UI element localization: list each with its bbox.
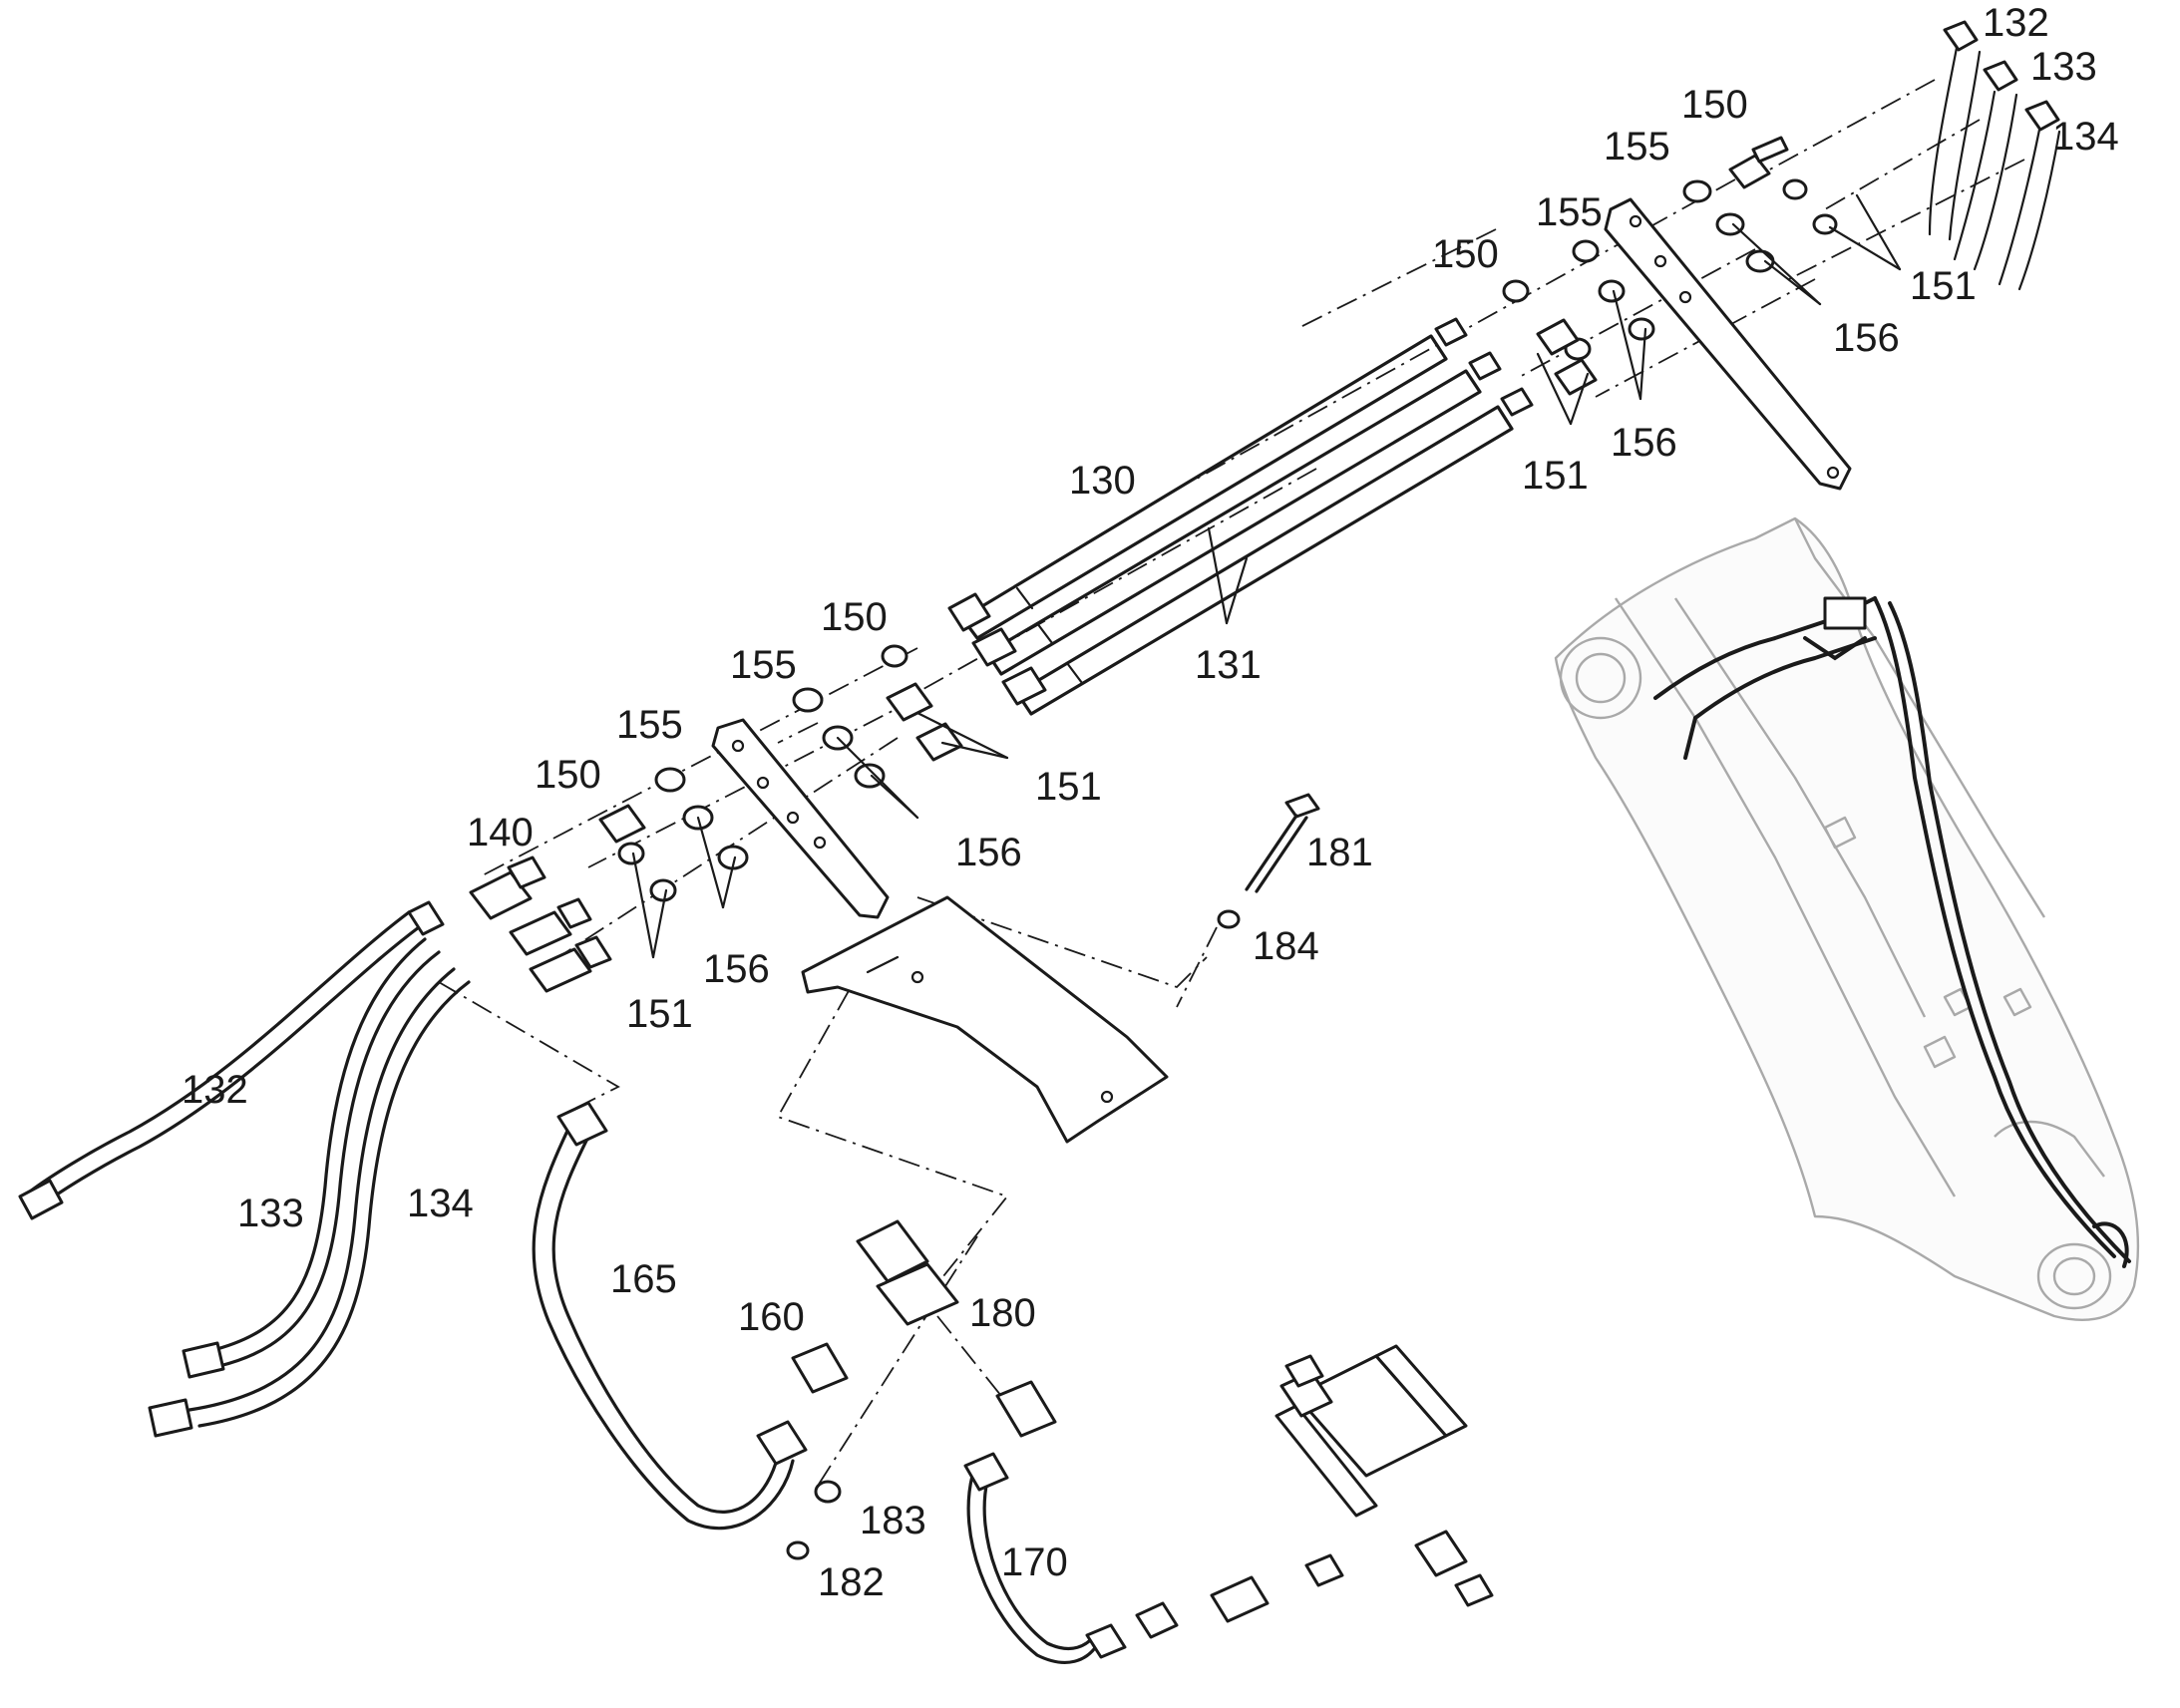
solenoid-valve-block [1274, 1344, 1494, 1607]
label-131: 131 [1195, 643, 1262, 687]
label-155-ur1: 155 [1604, 125, 1670, 169]
label-160: 160 [738, 1295, 805, 1339]
label-156-ll1: 156 [955, 831, 1022, 874]
label-132-top: 132 [1983, 1, 2049, 45]
upper-right-washers [1502, 178, 1838, 361]
label-155-ll2: 155 [616, 703, 683, 747]
label-156-ll2: 156 [703, 947, 770, 991]
leader-131b [1225, 556, 1249, 625]
lower-left-adapters [598, 682, 963, 844]
label-156-ur2: 156 [1611, 421, 1677, 465]
label-151-ur2: 151 [1522, 454, 1589, 498]
valve-assembly-180 [786, 1219, 1057, 1560]
boom-hose-routing [1653, 596, 2131, 1268]
lower-left-bracket [711, 718, 890, 919]
label-180: 180 [969, 1291, 1036, 1335]
part-labels: 132 133 134 150 155 155 150 151 156 156 … [182, 1, 2119, 1604]
label-151-ll2: 151 [626, 992, 693, 1036]
hose-133 [182, 937, 441, 1379]
label-140: 140 [467, 811, 534, 854]
label-182: 182 [818, 1560, 885, 1604]
label-150-ll2: 150 [535, 753, 601, 797]
center-mounting-plate [801, 895, 1169, 1144]
pipe-131-upper [971, 351, 1502, 676]
leader-lines [631, 193, 1902, 959]
pipe-130 [947, 317, 1468, 640]
label-150-ll1: 150 [821, 595, 888, 639]
upper-right-adapters [1536, 136, 1789, 396]
label-150-ur2: 150 [1432, 232, 1499, 276]
leader-131a [1207, 526, 1229, 625]
upper-right-hose-ends [1928, 20, 2061, 291]
lower-left-washers [617, 644, 908, 902]
label-184: 184 [1253, 924, 1319, 968]
label-156-ur1: 156 [1833, 316, 1900, 360]
label-150-ur1: 150 [1681, 83, 1748, 127]
label-133-top: 133 [2030, 45, 2097, 89]
excavator-boom-illustration [1554, 516, 2140, 1321]
label-155-ll1: 155 [730, 643, 797, 687]
label-133-left: 133 [237, 1192, 304, 1235]
elbow-fittings-140 [469, 855, 612, 993]
label-155-ur2: 155 [1536, 190, 1603, 234]
pipe-165 [532, 1101, 808, 1531]
hose-134 [148, 967, 471, 1438]
label-170: 170 [1001, 1540, 1068, 1584]
bolt-181 [1217, 793, 1320, 929]
label-132-left: 132 [182, 1068, 248, 1112]
label-134-left: 134 [407, 1182, 474, 1225]
upper-right-bracket [1604, 197, 1852, 491]
pipe-170 [963, 1452, 1344, 1665]
label-165: 165 [610, 1257, 677, 1301]
label-183: 183 [860, 1499, 926, 1542]
pipe-131-lower [1001, 387, 1534, 716]
label-181: 181 [1306, 831, 1373, 874]
label-151-ur1: 151 [1910, 264, 1977, 308]
label-134-top: 134 [2052, 115, 2119, 159]
hose-132 [18, 900, 445, 1220]
label-130: 130 [1069, 459, 1136, 503]
label-151-ll1: 151 [1035, 765, 1102, 809]
